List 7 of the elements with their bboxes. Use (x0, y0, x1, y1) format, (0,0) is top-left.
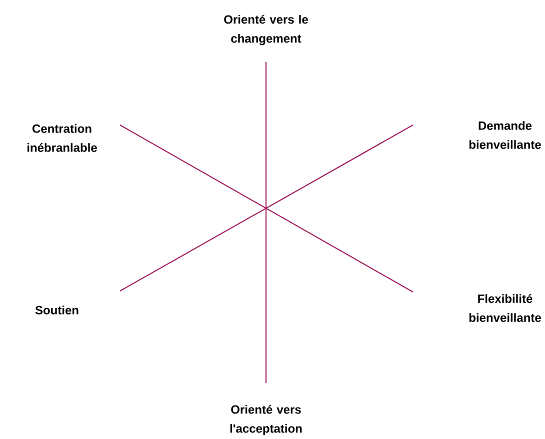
axis-line (265, 62, 267, 383)
axis-label: Orienté vers l'acceptation (230, 404, 302, 436)
axis-label: Demande bienveillante (469, 121, 541, 149)
axis-label: Centration inébranlable (28, 124, 97, 152)
axis-label: Flexibilité bienveillante (469, 294, 541, 322)
axis-label: Orienté vers le changement (224, 14, 308, 46)
axis-label: Soutien (35, 306, 78, 314)
